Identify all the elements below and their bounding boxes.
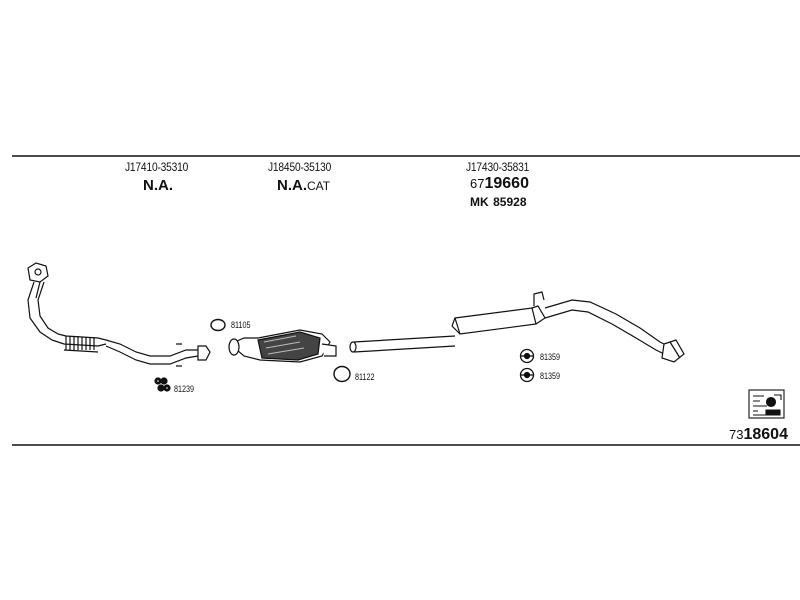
rubber-mount-icon-2 — [519, 367, 535, 383]
ring-icon-81105 — [210, 318, 226, 332]
front-pipe-drawing — [27, 262, 211, 367]
footer-main: 18604 — [743, 426, 788, 443]
part-type-2: N.A.CAT — [277, 177, 330, 195]
callout-gasket: 81239 — [174, 384, 195, 394]
callout-mount-1: 81359 — [540, 352, 561, 362]
part-type-2-suffix: CAT — [307, 179, 331, 193]
ring-icon-81122 — [333, 365, 351, 383]
part-number-2: J18450-35130 — [268, 160, 332, 174]
catalog-symbol-icon — [748, 389, 785, 419]
rear-silencer-drawing — [349, 291, 685, 363]
mk-label: MK — [470, 195, 489, 209]
callout-ring-1: 81105 — [231, 320, 251, 330]
mk-value: 85928 — [493, 195, 527, 209]
part-number-1: J17410-35310 — [125, 160, 189, 174]
footer-prefix: 73 — [729, 427, 744, 442]
part-type-1: N.A. — [143, 177, 173, 194]
footer-catalog-number: 7318604 — [729, 426, 788, 444]
catalog-number-3-main: 19660 — [484, 175, 529, 192]
part-number-3: J17430-35831 — [466, 160, 530, 174]
gasket-icon — [154, 377, 171, 392]
rubber-mount-icon-1 — [519, 348, 535, 364]
callout-mount-2: 81359 — [540, 371, 561, 381]
part-type-2-main: N.A. — [277, 177, 307, 194]
catalog-number-3-prefix: 67 — [470, 176, 485, 191]
mk-number: MK 85928 — [470, 193, 527, 211]
catalog-number-3: 6719660 — [470, 175, 529, 193]
catalytic-converter-drawing — [228, 329, 337, 363]
callout-ring-2: 81122 — [355, 372, 375, 382]
